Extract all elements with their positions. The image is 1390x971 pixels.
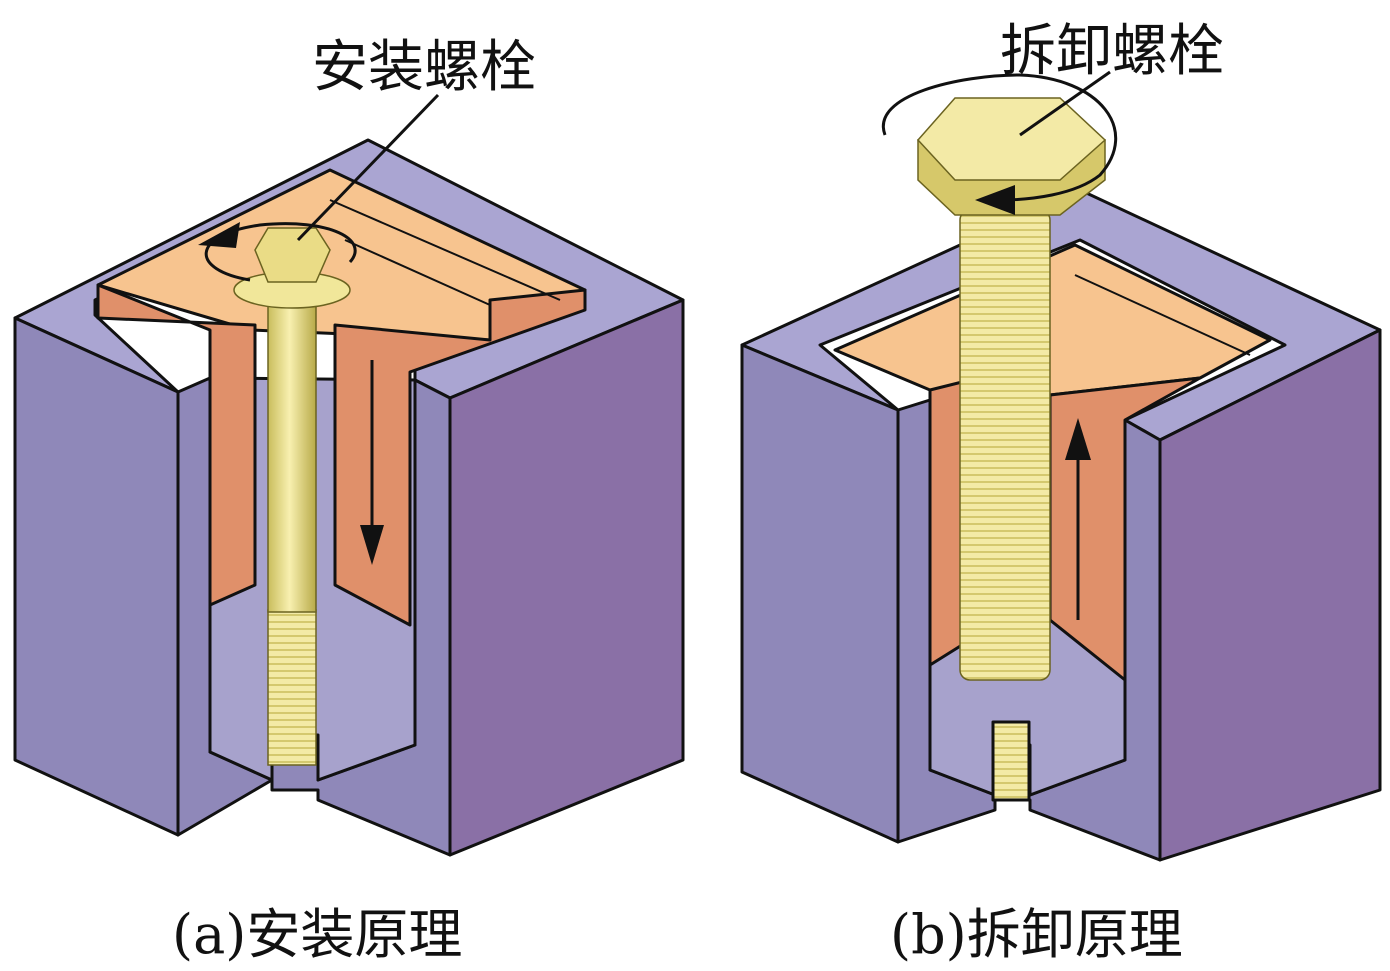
caption-a: (a)安装原理: [172, 903, 463, 966]
bolt-head: [916, 97, 1107, 181]
install-bolt-callout: 安装螺栓: [312, 35, 536, 100]
rotation-arrow-a: [204, 222, 357, 282]
plate-right-side: [333, 288, 587, 627]
housing-left-face: [740, 343, 900, 844]
panel-a-plates: [96, 168, 587, 627]
bolt-shank: [267, 299, 317, 613]
panel-a-bolt: [233, 227, 351, 766]
panel-b-housing: [740, 188, 1382, 862]
plate-left-side: [96, 283, 257, 607]
housing-left-face: [13, 316, 180, 837]
rotation-arrowhead-b: [975, 185, 1015, 215]
bolt-thread: [267, 609, 317, 766]
rotation-arrowhead-a: [198, 222, 240, 248]
callout-leader-b: [1019, 70, 1111, 137]
threaded-hole: [991, 720, 1031, 802]
rotation-arrow-b: [881, 73, 1118, 202]
up-arrowhead: [1065, 418, 1091, 460]
bolt-head: [254, 227, 331, 283]
bolt-thread: [959, 209, 1051, 681]
housing-top-face: [740, 188, 1382, 442]
caption-b: (b)拆卸原理: [890, 903, 1183, 966]
callout-leader-a: [296, 93, 440, 242]
housing-right-face: [448, 298, 685, 857]
remove-bolt-callout: 拆卸螺栓: [1000, 19, 1224, 84]
panel-b-bolt: [916, 97, 1107, 681]
down-arrowhead: [360, 525, 384, 565]
